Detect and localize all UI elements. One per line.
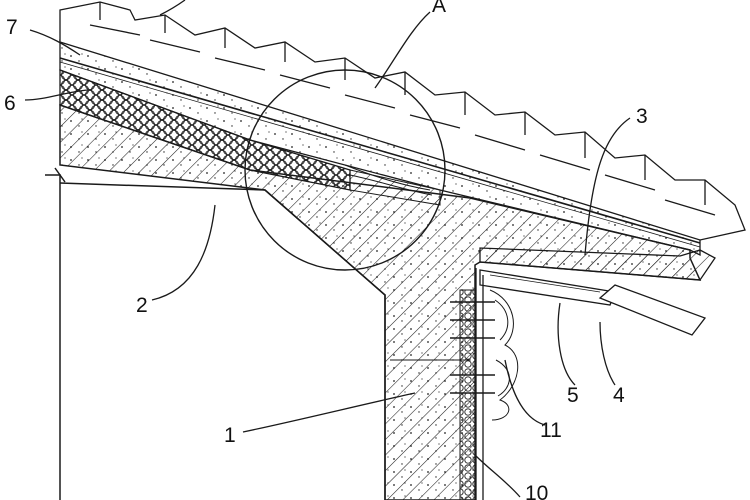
label-10: 10 xyxy=(525,482,548,500)
label-5: 5 xyxy=(567,384,579,407)
label-2: 2 xyxy=(136,294,148,317)
label-3: 3 xyxy=(636,105,648,128)
roof-tiles xyxy=(59,1,746,241)
label-4: 4 xyxy=(613,384,625,407)
label-6: 6 xyxy=(4,92,16,115)
eave-soffit xyxy=(479,247,716,336)
bead-insulation-column xyxy=(459,268,484,500)
detail-circle-a xyxy=(244,69,446,271)
label-7: 7 xyxy=(6,16,18,39)
label-1: 1 xyxy=(224,424,236,447)
leader-lines xyxy=(24,0,631,498)
mortar-bed-layer xyxy=(59,39,701,257)
callout-labels: A 7 6 3 2 1 5 4 11 10 xyxy=(4,0,648,500)
label-11: 11 xyxy=(540,419,562,442)
label-a: A xyxy=(432,0,446,17)
